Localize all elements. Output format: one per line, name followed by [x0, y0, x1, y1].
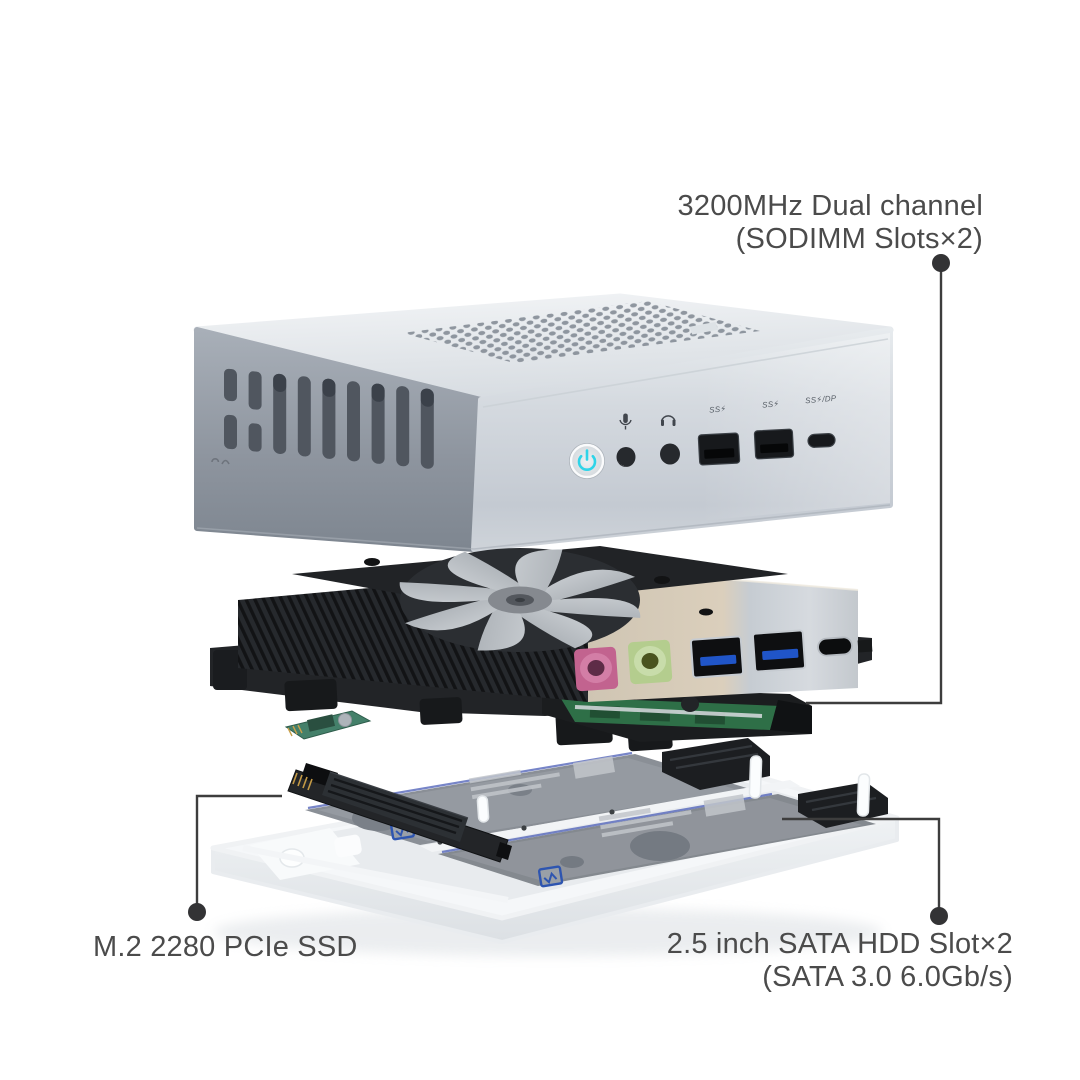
cooler-screw-hole [654, 576, 670, 584]
case-logo-mark [689, 321, 719, 335]
audio-jack-pink [573, 646, 619, 692]
usb-c-port-rear [817, 636, 853, 657]
power-icon [577, 449, 597, 471]
hdd-logo-2 [537, 865, 564, 888]
m2-ssd-label: M.2 2280 PCIe SSD [93, 931, 358, 963]
memory-label-line2: (SODIMM Slots×2) [736, 223, 983, 255]
usb3-port-rear-2 [751, 629, 807, 673]
usb-a-port-1-label: SS⚡ [709, 404, 727, 414]
side-vent-slots [224, 368, 434, 469]
front-panel: SS⚡ SS⚡ SS⚡/DP [569, 394, 837, 479]
sodimm-screw [681, 696, 699, 712]
microphone-icon [619, 413, 632, 430]
rear-io-ports [573, 629, 873, 692]
kensington-lock-mark [211, 458, 230, 465]
usb3-port-rear-1 [689, 635, 745, 679]
usb-a-port-2-label: SS⚡ [762, 399, 780, 409]
usb-c-port [807, 433, 836, 448]
cooler-screw-hole [364, 558, 380, 566]
usb-a-port-2 [753, 428, 795, 460]
bottom-cover-tray [210, 738, 900, 956]
tray-ribs [242, 828, 509, 903]
hdd-label-line1: 2.5 inch SATA HDD Slot×2 [667, 928, 1013, 960]
callout-dots [188, 254, 950, 925]
audio-jack-green [627, 639, 673, 685]
tray-posts [476, 755, 871, 823]
case-front-seam [482, 338, 889, 408]
headphone-icon [660, 415, 676, 426]
case-bottom-edge [196, 504, 891, 550]
headphone-jack [660, 443, 680, 465]
usb-a-port-1 [697, 432, 741, 466]
hdd-drive-2 [438, 782, 888, 888]
power-button-face [569, 443, 605, 479]
cooler-fan [364, 548, 713, 652]
hdd-label-line2: (SATA 3.0 6.0Gb/s) [762, 961, 1013, 993]
m2-2280-ssd [287, 763, 512, 863]
callout-labels: 3200MHz Dual channel (SODIMM Slots×2) M.… [93, 190, 1013, 993]
callout-line-hdd [782, 817, 941, 916]
case-front-highlight [700, 333, 890, 521]
motherboard-cooler-assembly [210, 546, 873, 752]
usb-c-port-label: SS⚡/DP [805, 394, 837, 406]
case-top-vent-grid [402, 301, 760, 363]
callout-line-memory [806, 263, 943, 705]
memory-label-line1: 3200MHz Dual channel [678, 190, 983, 222]
cooler-screw-hole [699, 608, 713, 616]
callout-lines [195, 263, 943, 916]
hdd-connector-1 [662, 738, 770, 790]
mic-jack [616, 447, 636, 467]
wifi-module [284, 710, 372, 740]
power-button [569, 443, 605, 479]
callout-line-m2 [195, 794, 282, 912]
chassis-top-case: SS⚡ SS⚡ SS⚡/DP [193, 293, 894, 552]
